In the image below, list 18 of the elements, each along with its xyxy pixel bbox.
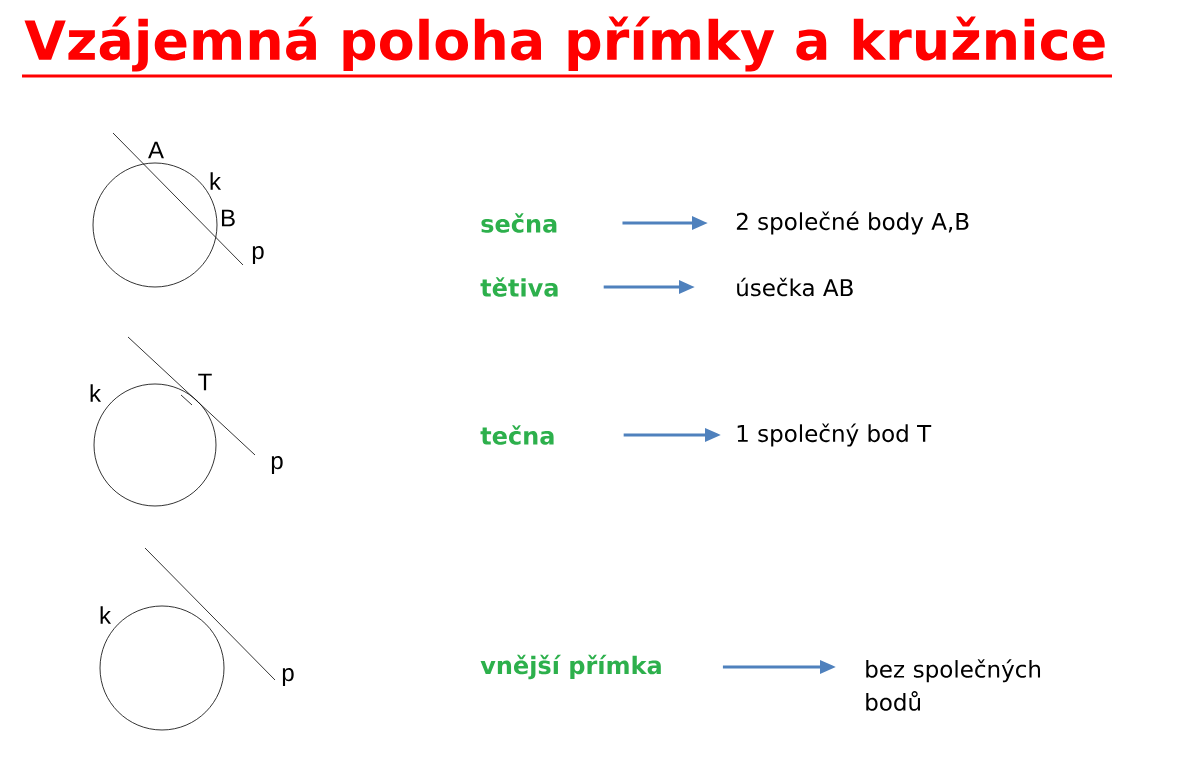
point-label: T: [198, 373, 212, 391]
point-label: k: [100, 606, 112, 624]
description-text: 2 společné body A,B: [736, 211, 969, 235]
term-label: tětiva: [480, 277, 558, 297]
term-label: sečna: [481, 213, 557, 233]
description-text: bez společných bodů: [866, 659, 1040, 711]
description-text: 1 společný bod T: [737, 423, 932, 447]
point-label: A: [148, 141, 164, 159]
term-label: tečna: [480, 425, 554, 445]
title: Vzájemná poloha přímky a kružnice: [24, 16, 1105, 72]
point-label: B: [222, 209, 235, 227]
point-label: p: [282, 668, 294, 686]
description-text: úsečka AB: [737, 277, 853, 297]
point-label: k: [90, 384, 102, 402]
point-label: p: [252, 246, 264, 264]
point-label: p: [271, 456, 283, 474]
point-label: k: [210, 172, 222, 190]
term-label: vnější přímka: [480, 654, 661, 680]
